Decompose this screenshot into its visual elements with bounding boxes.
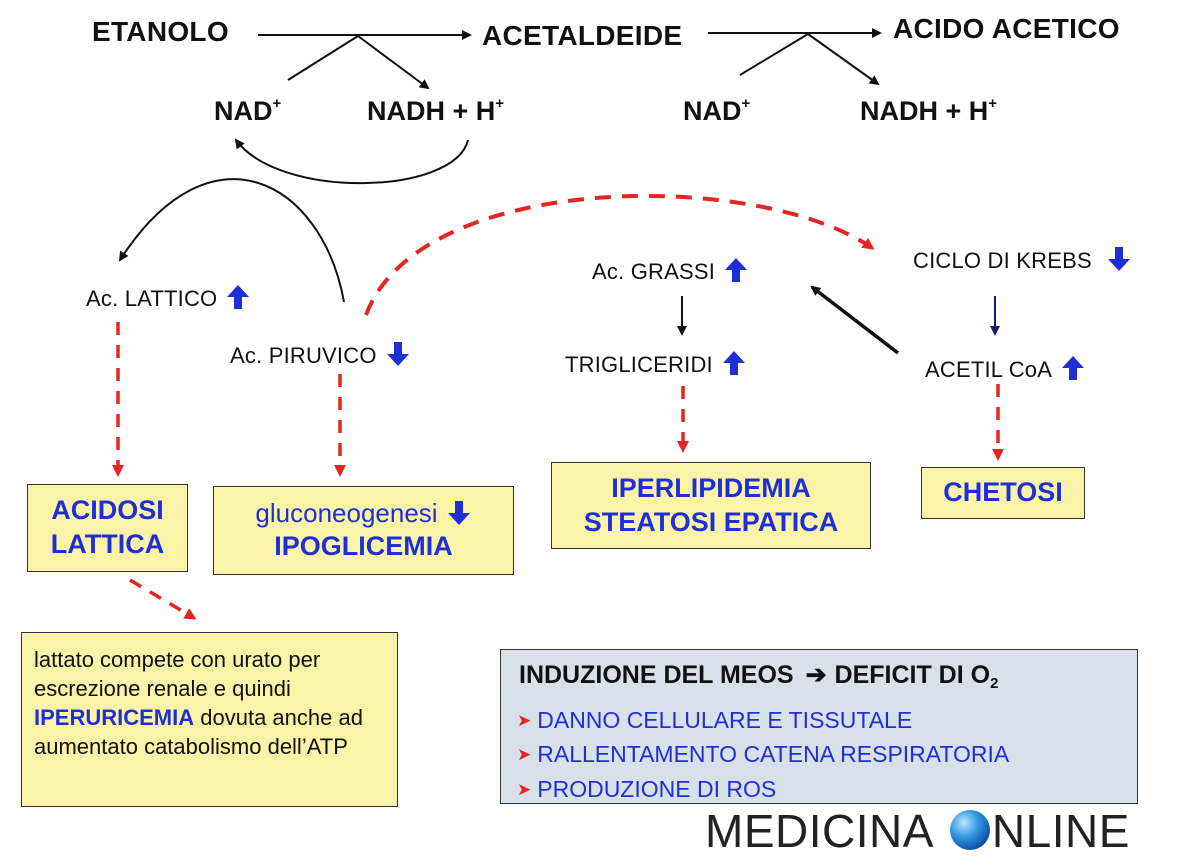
gluconeogenesi-box: gluconeogenesi IPOGLICEMIA <box>213 486 514 575</box>
acetil-coa-text: ACETIL CoA <box>925 357 1053 382</box>
ac-lattico-text: Ac. LATTICO <box>86 286 218 311</box>
trigliceridi-label: TRIGLICERIDI <box>565 349 747 377</box>
note-text-part2: dovuta anche ad aumentato catabolismo de… <box>34 705 363 760</box>
connector-nad-right-up <box>739 33 809 76</box>
meos-item-text: DANNO CELLULARE E TISSUTALE <box>537 707 913 733</box>
arrow-acidosi-to-note <box>129 578 197 620</box>
ciclo-di-krebs-text: CICLO DI KREBS <box>913 248 1092 273</box>
meos-item-text: PRODUZIONE DI ROS <box>537 775 777 802</box>
right-arrow-icon: ➔ <box>805 661 827 689</box>
globe-logo-icon <box>949 810 990 850</box>
acidosi-line-2: LATTICA <box>50 529 165 559</box>
iperlipidemia-line: IPERLIPIDEMIA <box>611 472 811 503</box>
red-bullet-arrow-icon: ➤ <box>517 711 532 730</box>
medicina-online-watermark: MEDICINA NLINE <box>705 808 1130 854</box>
nad-right-text: NAD <box>683 96 742 126</box>
blue-up-arrow-icon <box>225 283 251 311</box>
chetosi-line: CHETOSI <box>943 477 1063 508</box>
acetil-coa-label: ACETIL CoA <box>925 354 1086 382</box>
watermark-left: MEDICINA <box>705 805 934 857</box>
meos-title-sub: 2 <box>990 675 999 692</box>
meos-item: ➤PRODUZIONE DI ROS <box>517 775 1121 802</box>
nad-right-sup: + <box>741 95 751 112</box>
nad-right-label: NAD+ <box>683 95 751 126</box>
meos-list: ➤DANNO CELLULARE E TISSUTALE ➤RALLENTAME… <box>517 707 1121 802</box>
meos-title: INDUZIONE DEL MEOS ➔DEFICIT DI O2 <box>519 660 1121 692</box>
gluconeogenesi-line: gluconeogenesi <box>255 497 471 530</box>
nad-left-label: NAD+ <box>214 95 282 126</box>
arrow-to-nadh-right <box>807 33 880 86</box>
meos-item-text: RALLENTAMENTO CATENA RESPIRATORIA <box>537 741 1010 768</box>
nad-left-text: NAD <box>214 96 273 126</box>
ciclo-di-krebs-label: CICLO DI KREBS <box>913 245 1132 273</box>
blue-up-arrow-icon <box>1060 354 1086 382</box>
ac-grassi-label: Ac. GRASSI <box>592 256 749 284</box>
nadh-left-sup: + <box>495 95 505 112</box>
blue-down-arrow-icon <box>385 340 411 368</box>
acidosi-lattica-box: ACIDOSI LATTICA <box>27 484 188 572</box>
nadh-right-label: NADH + H+ <box>860 95 998 126</box>
etanolo-label: ETANOLO <box>92 16 229 47</box>
arrow-piruvico-to-lattico <box>118 178 345 303</box>
nadh-left-label: NADH + H+ <box>367 95 505 126</box>
arrow-to-nadh-left <box>357 35 430 90</box>
arrow-nadh-back-to-nad <box>234 138 469 185</box>
steatosi-line: STEATOSI EPATICA <box>583 506 839 537</box>
blue-up-arrow-icon <box>721 349 747 377</box>
trigliceridi-text: TRIGLICERIDI <box>565 352 713 377</box>
chetosi-box: CHETOSI <box>921 467 1085 519</box>
nadh-left-text: NADH + H <box>367 96 496 126</box>
meos-box: INDUZIONE DEL MEOS➔DEFICIT DI O2 ➤DANNO … <box>500 649 1138 804</box>
meos-item: ➤RALLENTAMENTO CATENA RESPIRATORIA <box>517 742 1121 767</box>
blue-down-arrow-icon <box>446 499 472 527</box>
meos-title-right: DEFICIT DI O <box>834 661 991 689</box>
blue-up-arrow-icon <box>723 256 749 284</box>
blue-down-arrow-icon <box>1106 245 1132 273</box>
nad-left-sup: + <box>272 95 282 112</box>
arrow-piruvico-to-krebs <box>364 193 875 316</box>
note-highlight: IPERURICEMIA <box>34 705 195 731</box>
gluconeogenesi-text: gluconeogenesi <box>255 498 438 529</box>
acetaldeide-label: ACETALDEIDE <box>482 20 683 51</box>
ipoglicemia-line: IPOGLICEMIA <box>274 530 453 561</box>
ac-piruvico-label: Ac. PIRUVICO <box>230 340 411 368</box>
note-text-part1: lattato compete con urato per escrezione… <box>34 647 321 702</box>
acido-acetico-label: ACIDO ACETICO <box>893 13 1120 44</box>
connector-nad-left-up <box>287 35 359 81</box>
ac-grassi-text: Ac. GRASSI <box>592 259 716 284</box>
iperlipidemia-box: IPERLIPIDEMIA STEATOSI EPATICA <box>551 462 871 549</box>
ac-lattico-label: Ac. LATTICO <box>86 283 251 311</box>
red-bullet-arrow-icon: ➤ <box>517 779 532 799</box>
meos-item: ➤ DANNO CELLULARE E TISSUTALE <box>517 707 1121 733</box>
ac-piruvico-text: Ac. PIRUVICO <box>230 343 377 368</box>
nadh-right-sup: + <box>988 95 998 112</box>
arrow-acetil-to-grassi <box>810 285 900 355</box>
watermark-right: NLINE <box>991 805 1130 857</box>
nadh-right-text: NADH + H <box>860 96 989 126</box>
meos-title-left: INDUZIONE DEL MEOS <box>519 661 794 689</box>
iperuricemia-note-box: lattato compete con urato per escrezione… <box>21 632 398 807</box>
acidosi-line-1: ACIDOSI <box>51 495 164 526</box>
red-bullet-arrow-icon: ➤ <box>517 745 532 765</box>
